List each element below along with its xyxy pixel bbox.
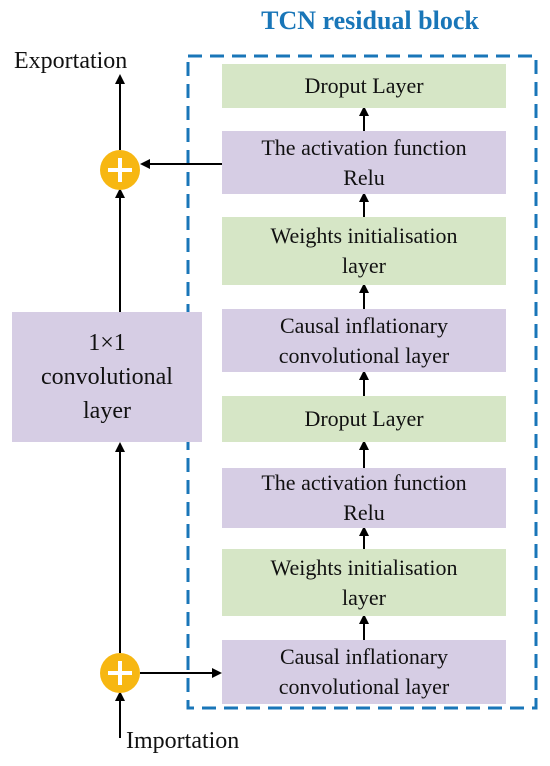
causal-conv-layer-2: Causal inflationary convolutional layer <box>222 309 506 372</box>
input-adder-icon <box>100 653 140 693</box>
layer-label: layer <box>342 253 386 278</box>
layer-label: The activation function <box>261 134 467 160</box>
weights-init-layer-2: Weights initialisation layer <box>222 217 506 285</box>
conv1x1-block: 1×1 convolutional layer <box>12 312 202 442</box>
layer-label: Relu <box>343 500 385 525</box>
layer-label: Weights initialisation <box>270 223 458 248</box>
layer-label: convolutional layer <box>278 342 450 368</box>
layer-label: Droput Layer <box>304 73 424 98</box>
layer-label: Droput Layer <box>304 406 424 431</box>
output-label: Exportation <box>14 48 128 74</box>
layer-label: The activation function <box>261 470 467 495</box>
dropout-layer-2: Droput Layer <box>222 64 506 108</box>
conv1x1-line3: layer <box>83 398 131 424</box>
output-adder-icon <box>100 150 140 190</box>
block-title: TCN residual block <box>261 6 479 35</box>
input-label: Importation <box>126 728 240 754</box>
layer-label: Relu <box>343 164 385 190</box>
weights-init-layer-1: Weights initialisation layer <box>222 549 506 616</box>
conv1x1-line1: 1×1 <box>88 330 126 356</box>
dropout-layer-1: Droput Layer <box>222 396 506 442</box>
causal-conv-layer-1: Causal inflationary convolutional layer <box>222 640 506 704</box>
conv1x1-line2: convolutional <box>41 364 173 390</box>
layer-label: convolutional layer <box>278 674 450 699</box>
layer-label: Causal inflationary <box>279 312 448 338</box>
layer-label: Causal inflationary <box>279 644 448 669</box>
layer-label: layer <box>342 584 386 610</box>
layer-label: Weights initialisation <box>270 554 458 580</box>
